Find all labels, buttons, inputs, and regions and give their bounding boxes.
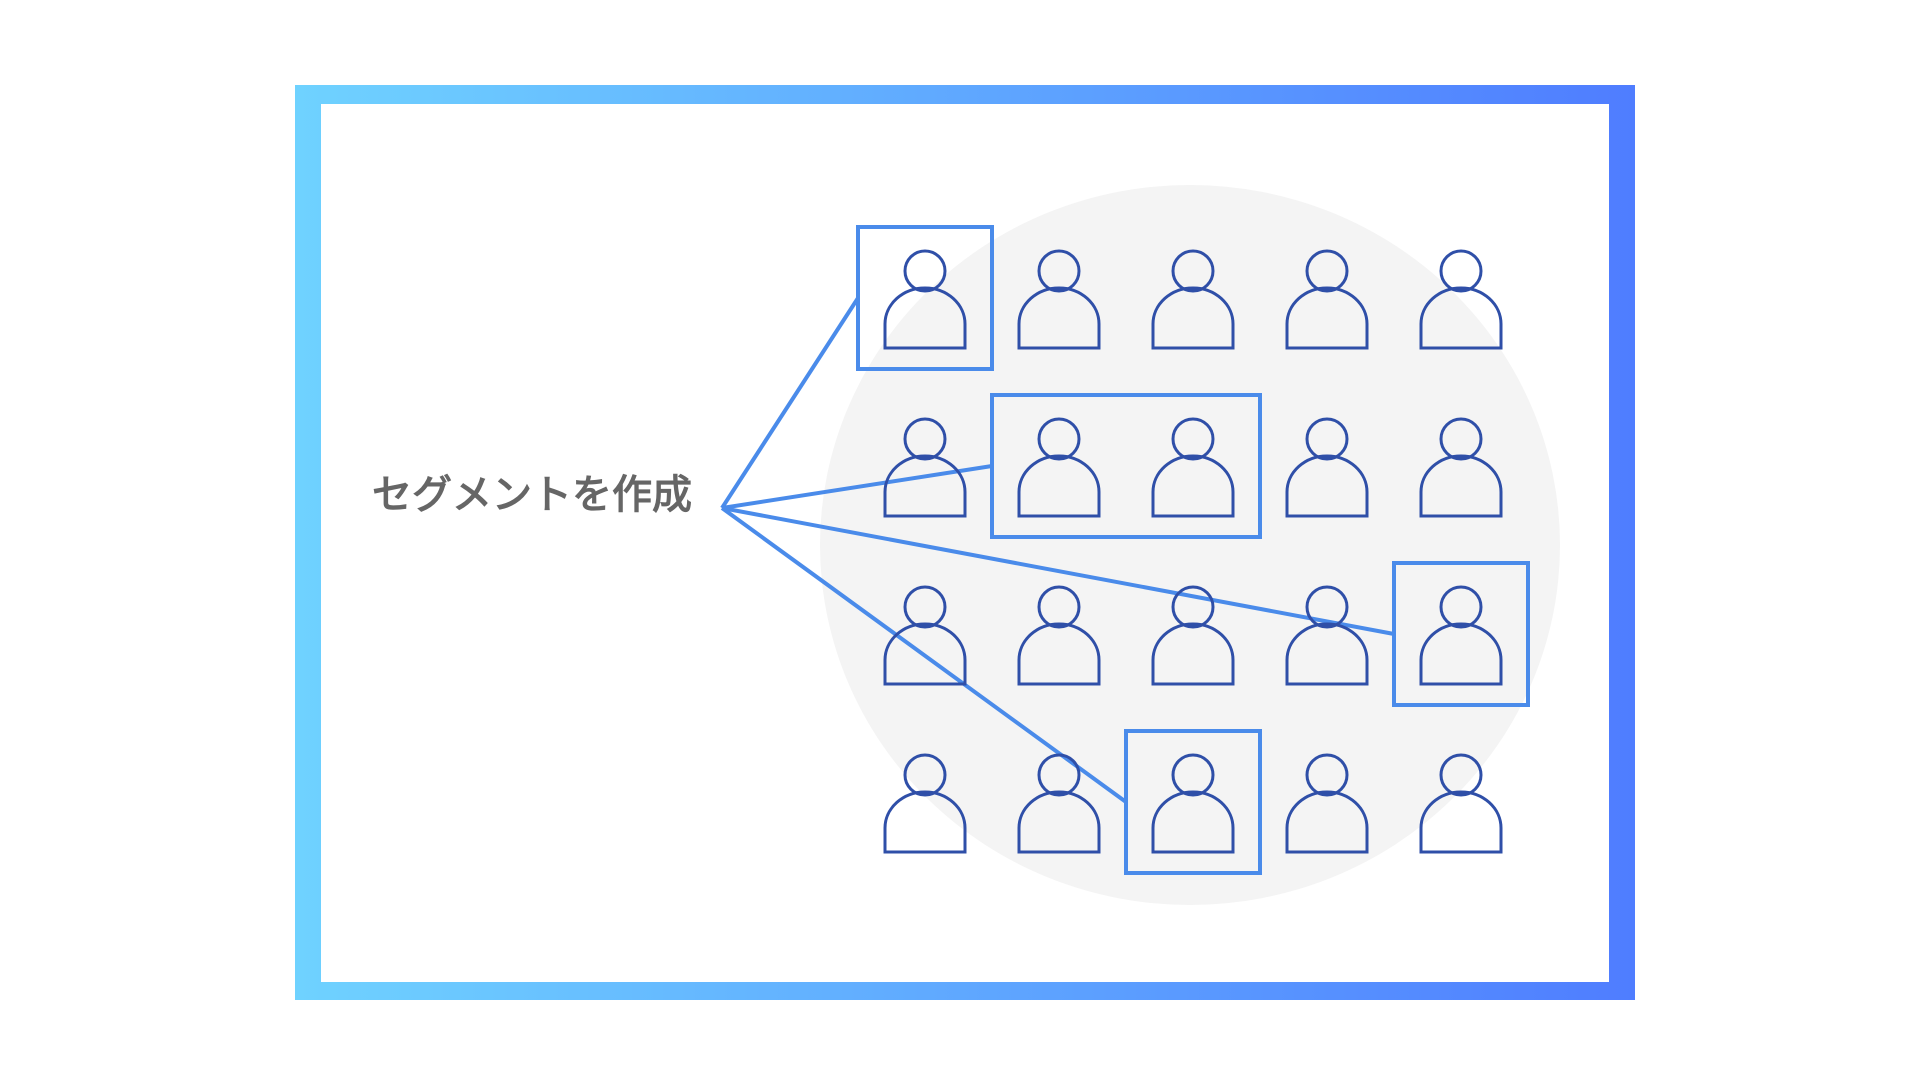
person-icon	[1419, 585, 1503, 686]
person-icon	[1285, 417, 1369, 518]
person-icon	[1419, 249, 1503, 350]
segment-1-connector	[720, 296, 860, 510]
person-icon	[1017, 417, 1101, 518]
segment-1-box	[856, 225, 994, 371]
segment-3-box	[1392, 561, 1530, 707]
person-icon	[1419, 417, 1503, 518]
segment-4-box	[1124, 729, 1262, 875]
person-icon	[1017, 753, 1101, 854]
person-icon	[883, 249, 967, 350]
segment-2-box	[990, 393, 1262, 539]
person-icon	[883, 417, 967, 518]
person-icon	[1419, 753, 1503, 854]
person-icon	[1151, 753, 1235, 854]
person-icon	[1151, 417, 1235, 518]
segment-2-connector	[721, 464, 993, 510]
connector-lines	[720, 296, 1395, 804]
person-icon	[1017, 249, 1101, 350]
segment-boxes	[856, 225, 1530, 875]
person-icon	[1017, 585, 1101, 686]
person-icon	[1285, 249, 1369, 350]
segment-4-connector	[720, 506, 1128, 804]
population-circle	[820, 185, 1560, 905]
person-icon	[1151, 249, 1235, 350]
person-icon	[883, 585, 967, 686]
person-icon	[1285, 753, 1369, 854]
person-icon	[1285, 585, 1369, 686]
segment-3-connector	[721, 506, 1395, 636]
create-segment-label: セグメントを作成	[372, 472, 692, 518]
person-icon	[1151, 585, 1235, 686]
person-icon	[883, 753, 967, 854]
person-grid	[883, 249, 1503, 854]
